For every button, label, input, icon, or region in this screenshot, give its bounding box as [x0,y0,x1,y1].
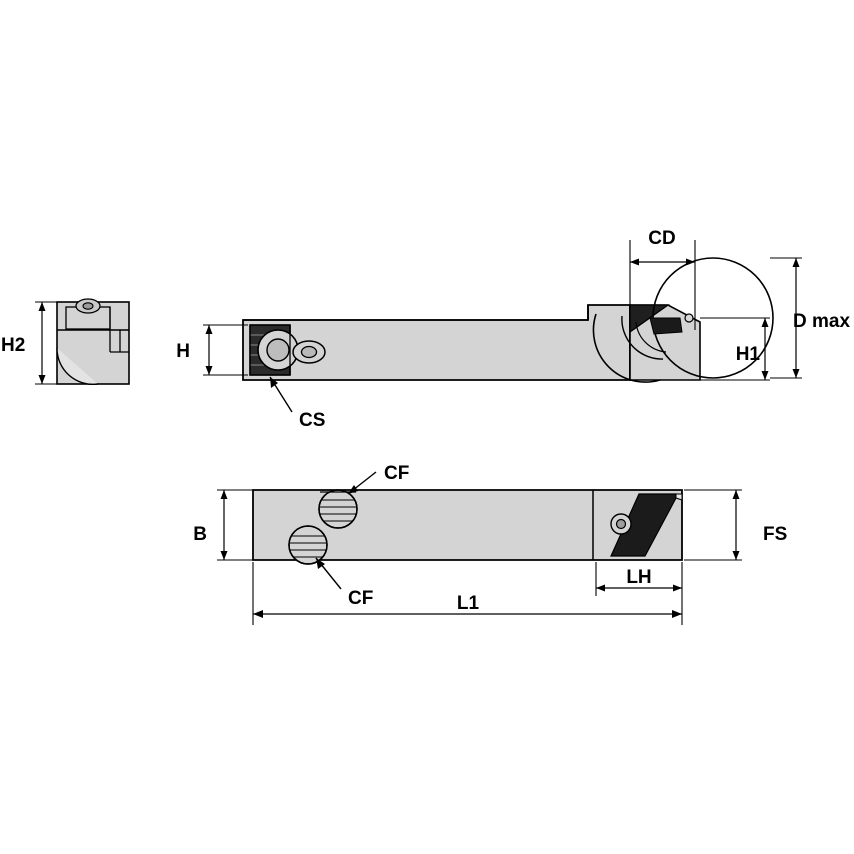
cut-arc-1 [592,313,661,383]
fs-arrow-bottom [732,551,740,560]
coolant-hole-top-thread [320,499,356,522]
h1-arrow-top [761,318,769,327]
label-cs: CS [299,410,325,431]
label-h1: H1 [736,344,761,365]
screw-socket [82,302,94,310]
clamp-ring-inner [266,338,290,362]
label-h: H [176,341,190,362]
h-arrow-top [205,325,213,334]
h2-arrow-bottom [38,375,46,384]
b-arrow-bottom [220,551,228,560]
lh-arrow-right [673,584,682,592]
cs-leader-arrow [270,377,278,388]
coolant-hole-bottom-thread [290,535,326,558]
h-arrow-bottom [205,366,213,375]
b-arrow-top [220,490,228,499]
top-view-insert [610,493,677,557]
end-view-arc [56,347,99,386]
dmax-arrow-bottom [792,369,800,378]
l1-arrow-left [253,610,263,618]
end-view: H2 [1,298,130,386]
label-b: B [193,524,207,545]
label-lh: LH [626,567,651,588]
h2-arrow-top [38,302,46,311]
cd-arrow-left [630,258,639,266]
label-dmax: D max [793,311,850,332]
cut-arc-3 [635,321,667,353]
label-cf-top: CF [384,463,409,484]
cf-top-arrow [348,485,358,494]
head-chamfer [629,304,671,334]
cd-arrow-right [686,258,695,266]
top-view: CF CF B FS LH L1 [193,463,787,625]
head-insert [649,317,683,335]
h1-arrow-bottom [761,371,769,380]
cut-arc-2 [621,315,664,360]
coolant-hole-bottom-outline [288,525,328,565]
l1-arrow-right [672,610,682,618]
head-screw [684,313,694,323]
fs-arrow-top [732,490,740,499]
label-h2: H2 [1,335,25,356]
label-l1: L1 [457,593,480,614]
label-fs: FS [763,524,787,545]
label-cf-bottom: CF [348,588,373,609]
clamp-screw-inner [300,345,318,359]
cf-bottom-arrow [316,558,325,569]
side-view: H CS CD D max H1 [176,228,850,431]
label-cd: CD [648,228,675,249]
lh-arrow-left [596,584,605,592]
top-view-corner [675,493,683,501]
coolant-hole-top-outline [318,489,358,529]
dmax-arrow-top [792,258,800,267]
top-view-screw-inner [615,518,627,530]
